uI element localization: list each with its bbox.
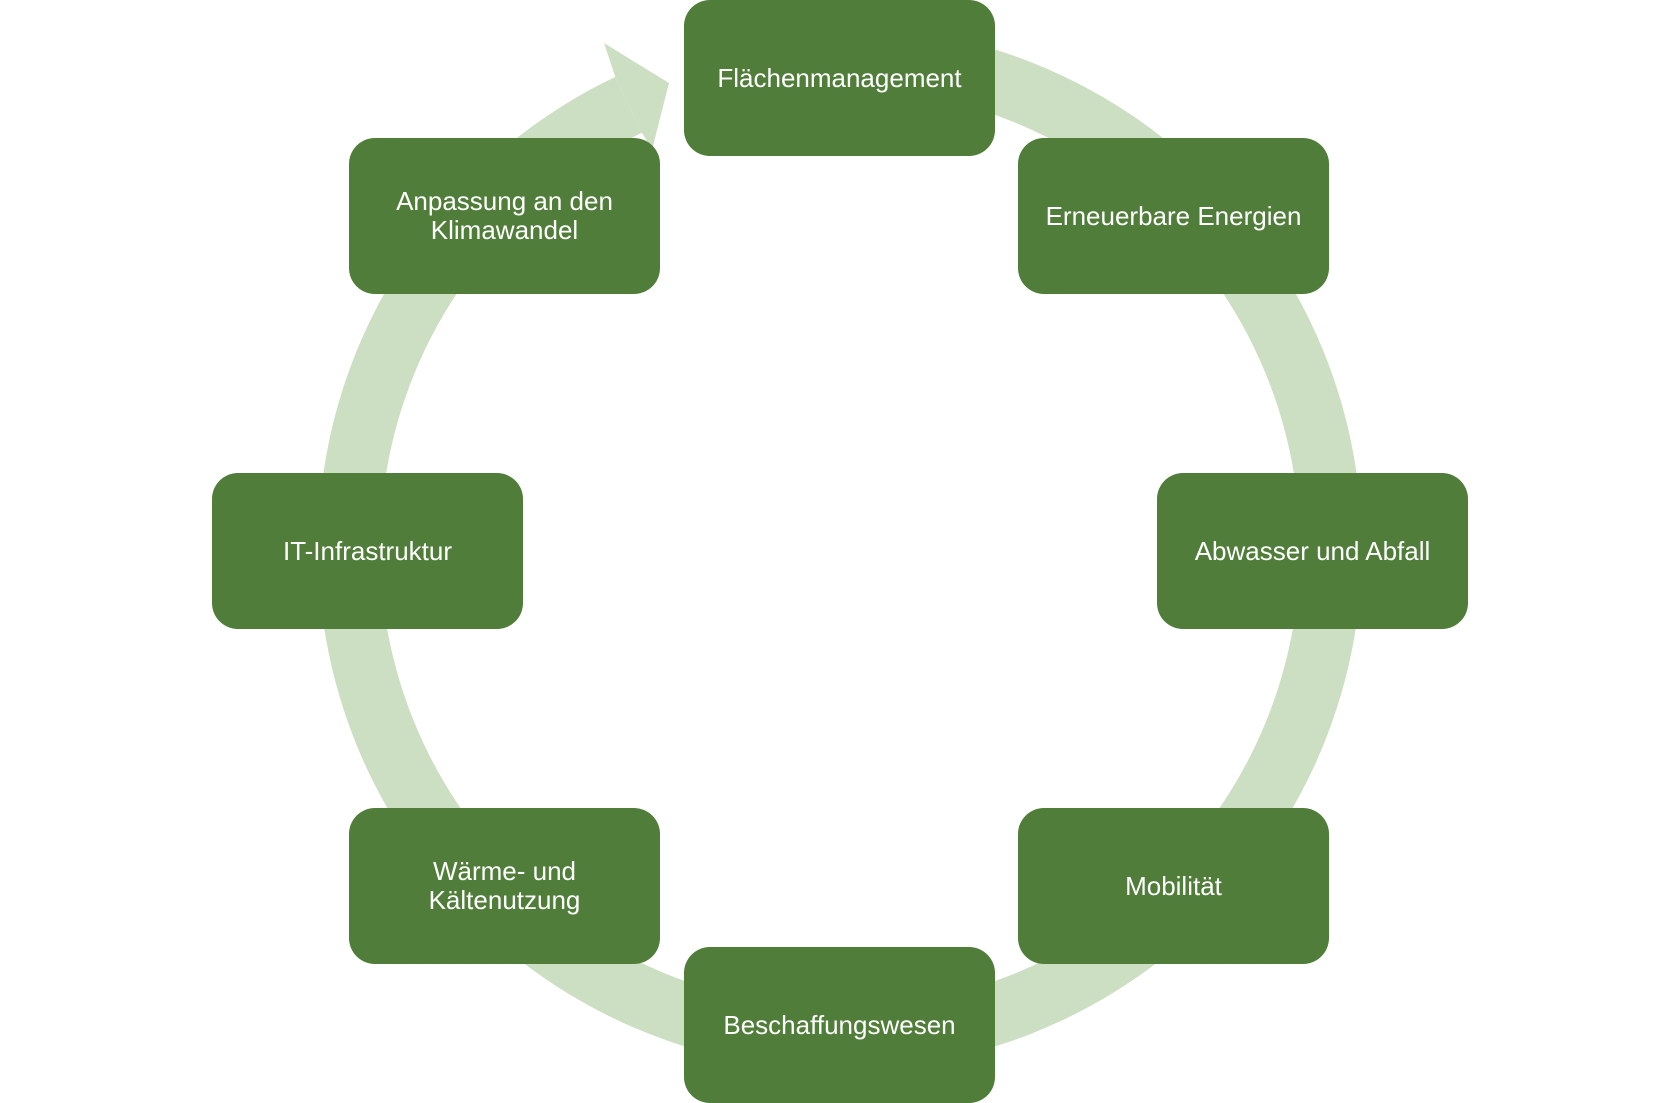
node-flaechenmanagement: Flächenmanagement [684, 0, 995, 156]
node-abwasser-und-abfall: Abwasser und Abfall [1157, 473, 1468, 629]
node-anpassung-klimawandel: Anpassung an den Klimawandel [349, 138, 660, 294]
node-beschaffungswesen: Beschaffungswesen [684, 947, 995, 1103]
cycle-arrowhead-icon [604, 43, 669, 150]
node-mobilitaet: Mobilität [1018, 808, 1329, 964]
node-waerme-und-kaeltenutzung: Wärme- und Kältenutzung [349, 808, 660, 964]
node-erneuerbare-energien: Erneuerbare Energien [1018, 138, 1329, 294]
node-it-infrastruktur: IT-Infrastruktur [212, 473, 523, 629]
